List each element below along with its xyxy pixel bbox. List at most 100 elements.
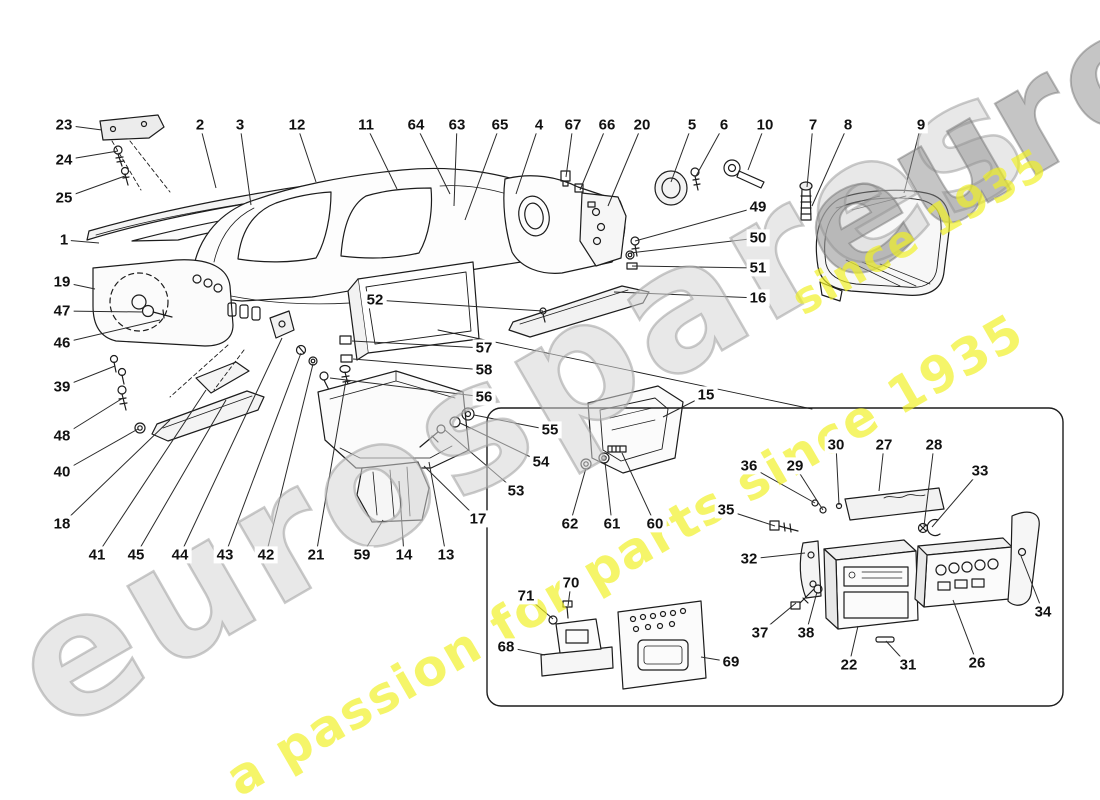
leader-line-26 xyxy=(952,599,978,664)
leader-line-5 xyxy=(670,124,693,183)
part-68-bracket xyxy=(540,618,614,677)
part-5-knob xyxy=(654,170,688,206)
part-23-mounting-plate xyxy=(99,114,171,193)
part-16-trim-strip xyxy=(508,285,650,338)
leader-line-28 xyxy=(923,444,935,527)
leader-line-63 xyxy=(453,124,458,207)
part-13-14-center-duct xyxy=(317,370,470,469)
fasteners-37-38-31 xyxy=(790,584,895,643)
leader-line-56 xyxy=(329,377,485,398)
screw-28-clip-33 xyxy=(917,518,941,537)
part-45-sill-trim xyxy=(151,344,265,442)
part-9-glovebox xyxy=(815,189,951,302)
leader-line-42 xyxy=(265,363,314,556)
leader-line-39 xyxy=(61,365,116,388)
leader-line-65 xyxy=(464,124,501,221)
leader-lines xyxy=(61,124,1044,666)
leader-line-34 xyxy=(1020,555,1044,613)
leader-line-36 xyxy=(748,465,816,504)
leader-line-45 xyxy=(135,399,227,556)
fasteners-70-71 xyxy=(548,600,573,625)
leader-line-57 xyxy=(351,340,485,349)
leader-line-21 xyxy=(315,379,347,556)
part-27-trim-plate xyxy=(844,487,945,521)
fasteners-53-54-55 xyxy=(419,407,475,448)
leader-line-24 xyxy=(63,150,119,161)
leader-line-59 xyxy=(361,519,384,556)
leader-line-12 xyxy=(296,124,317,183)
center-radio-aperture xyxy=(347,261,480,361)
part-20-side-panel xyxy=(579,192,627,267)
leader-line-67 xyxy=(565,124,574,178)
leader-line-17 xyxy=(423,465,479,520)
leader-line-66 xyxy=(579,124,608,191)
leader-line-53 xyxy=(444,429,517,492)
leader-line-27 xyxy=(878,444,885,492)
part-22-radio-unit xyxy=(823,539,919,630)
leader-line-64 xyxy=(415,124,451,195)
leader-line-58 xyxy=(352,358,485,371)
leader-line-35 xyxy=(725,509,776,527)
bolt-47 xyxy=(141,304,173,319)
leader-line-19 xyxy=(61,281,96,290)
leader-line-20 xyxy=(607,124,643,207)
leader-line-40 xyxy=(61,428,139,473)
leader-line-37 xyxy=(759,602,797,634)
leader-line-3 xyxy=(239,124,252,206)
fasteners-36-29-30 xyxy=(811,499,843,514)
leader-line-47 xyxy=(61,310,144,313)
leader-line-9 xyxy=(903,124,922,194)
leader-line-6 xyxy=(695,124,725,177)
leader-line-51 xyxy=(631,265,759,269)
fasteners-44-43-42-21 xyxy=(269,310,352,393)
leader-line-61 xyxy=(604,461,613,525)
leader-line-1 xyxy=(63,239,100,244)
leader-line-54 xyxy=(459,422,542,463)
leader-line-71 xyxy=(525,595,554,620)
fasteners-39-48-40 xyxy=(109,354,146,434)
leader-line-13 xyxy=(428,461,447,556)
clips-57-58-screw-56 xyxy=(319,335,353,391)
leader-line-43 xyxy=(224,352,302,556)
leader-line-52 xyxy=(374,299,544,312)
leader-line-18 xyxy=(61,419,171,525)
connector-line-to-inset xyxy=(437,329,813,410)
screw-35 xyxy=(769,520,799,533)
bolt-7-8 xyxy=(799,181,813,221)
leader-line-25 xyxy=(63,175,126,199)
leader-line-4 xyxy=(515,124,540,195)
part-59-console-box xyxy=(356,461,430,523)
leader-line-33 xyxy=(931,470,981,528)
leader-line-30 xyxy=(835,444,840,506)
part-10-key xyxy=(723,159,765,189)
leader-line-32 xyxy=(748,552,806,560)
leader-line-44 xyxy=(179,337,283,556)
leader-line-7 xyxy=(806,124,814,188)
fasteners-24-25 xyxy=(113,145,130,186)
leader-line-41 xyxy=(96,389,207,556)
leader-line-49 xyxy=(634,206,759,242)
leader-line-16 xyxy=(613,291,759,299)
leader-line-70 xyxy=(567,582,572,607)
leader-line-55 xyxy=(473,414,551,431)
leader-line-68 xyxy=(505,646,546,656)
leader-line-46 xyxy=(61,319,161,344)
leader-line-2 xyxy=(199,124,217,189)
leader-line-29 xyxy=(794,465,824,511)
leader-line-50 xyxy=(629,237,759,254)
leader-line-23 xyxy=(63,124,103,131)
leader-line-22 xyxy=(848,625,859,666)
fasteners-49-50-51 xyxy=(625,236,640,270)
part-18-19-left-panel xyxy=(92,259,261,347)
part-6-screw xyxy=(690,167,701,191)
leader-line-62 xyxy=(569,467,587,525)
inset-detail-box xyxy=(486,407,1064,707)
leader-line-8 xyxy=(811,124,849,207)
leader-line-48 xyxy=(61,397,124,437)
part-69-plate xyxy=(617,600,707,690)
part-41-bracket xyxy=(195,361,250,394)
leader-line-14 xyxy=(398,480,405,556)
leader-line-60 xyxy=(621,452,656,525)
